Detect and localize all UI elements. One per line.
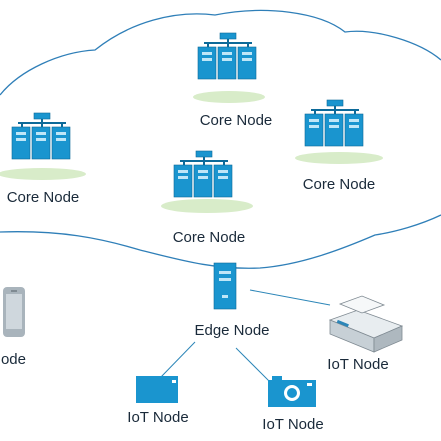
core-node-top[interactable]: Core Node xyxy=(193,32,273,129)
core-node-right[interactable]: Core Node xyxy=(295,99,383,193)
link-edge-camera xyxy=(235,347,273,385)
cloud-outline xyxy=(0,9,441,269)
iot-node-label: IoT Node xyxy=(327,356,388,373)
server-icon xyxy=(213,262,237,310)
iot-node-printer[interactable]: IoT Node xyxy=(327,295,404,373)
display-icon xyxy=(136,376,178,403)
iot-node-phone[interactable]: IoT Node xyxy=(0,287,26,368)
link-edge-printer xyxy=(249,289,331,306)
smartphone-icon xyxy=(3,287,25,337)
server-cluster-icon xyxy=(11,112,71,160)
printer-icon xyxy=(328,295,404,353)
edge-node-label: Edge Node xyxy=(194,322,269,339)
camera-icon xyxy=(268,376,316,407)
iot-node-display[interactable]: IoT Node xyxy=(127,376,189,426)
server-cluster-icon xyxy=(304,99,364,147)
core-node-left[interactable]: Core Node xyxy=(0,112,86,206)
core-node-label: Core Node xyxy=(173,229,246,246)
server-cluster-icon xyxy=(197,32,257,80)
link-edge-display xyxy=(159,341,196,379)
core-node-center[interactable]: Core Node xyxy=(161,150,253,246)
edge-node[interactable]: Edge Node xyxy=(194,262,270,339)
iot-node-label: IoT Node xyxy=(0,351,26,368)
core-node-label: Core Node xyxy=(7,189,80,206)
server-cluster-icon xyxy=(173,150,233,198)
core-node-label: Core Node xyxy=(200,112,273,129)
iot-node-label: IoT Node xyxy=(127,409,188,426)
iot-node-label: IoT Node xyxy=(262,416,323,433)
core-node-label: Core Node xyxy=(303,176,376,193)
iot-node-camera[interactable]: IoT Node xyxy=(262,376,324,433)
